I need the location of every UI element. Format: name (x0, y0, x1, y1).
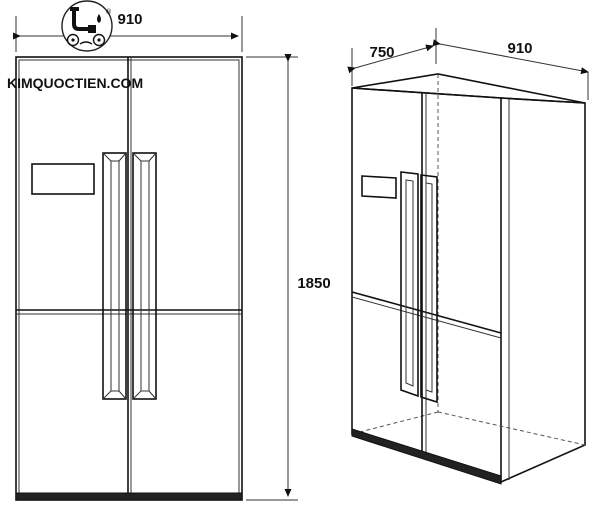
perspective-width-dimension: 910 (432, 39, 589, 100)
front-plinth (15, 492, 243, 501)
front-width-dimension: 910 (13, 11, 243, 52)
front-right-handle (132, 152, 157, 400)
front-display-panel (31, 163, 95, 195)
perspective-right-handle (420, 174, 438, 404)
perspective-width-label: 910 (507, 40, 532, 57)
perspective-display-panel (361, 175, 397, 199)
front-height-label: 1850 (297, 275, 330, 292)
front-view: 910 1850 (13, 11, 331, 501)
perspective-plinth (351, 428, 502, 485)
depth-dimension: 750 (347, 28, 437, 86)
depth-label: 750 (369, 44, 394, 61)
perspective-view: 750 910 (347, 28, 589, 485)
front-height-dimension: 1850 (246, 54, 331, 501)
brand-logo: ® (61, 0, 113, 52)
perspective-left-handle (400, 171, 419, 398)
front-left-handle (102, 152, 127, 400)
front-cabinet (15, 56, 243, 501)
brand-name: KIMQUOCTIEN.COM (7, 75, 143, 91)
front-width-label: 910 (117, 11, 142, 28)
registered-mark: ® (106, 8, 112, 16)
